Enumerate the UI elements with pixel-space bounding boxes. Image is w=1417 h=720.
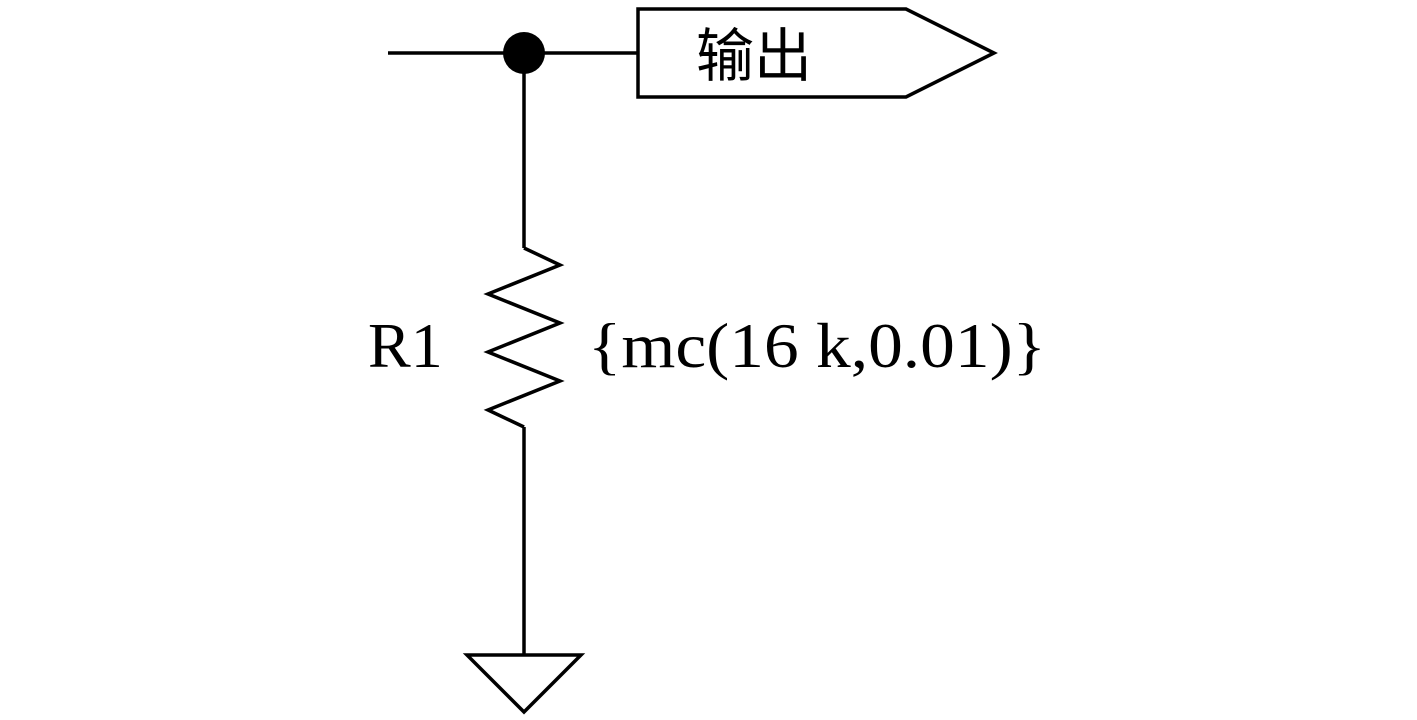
resistor-symbol	[483, 246, 565, 429]
output-port	[636, 7, 998, 99]
ground-symbol	[462, 653, 586, 715]
resistor-value-label: {mc(16 k,0.01)}	[588, 310, 1046, 381]
resistor-ref-label: R1	[368, 310, 443, 381]
output-port-label: 输出	[696, 22, 812, 90]
